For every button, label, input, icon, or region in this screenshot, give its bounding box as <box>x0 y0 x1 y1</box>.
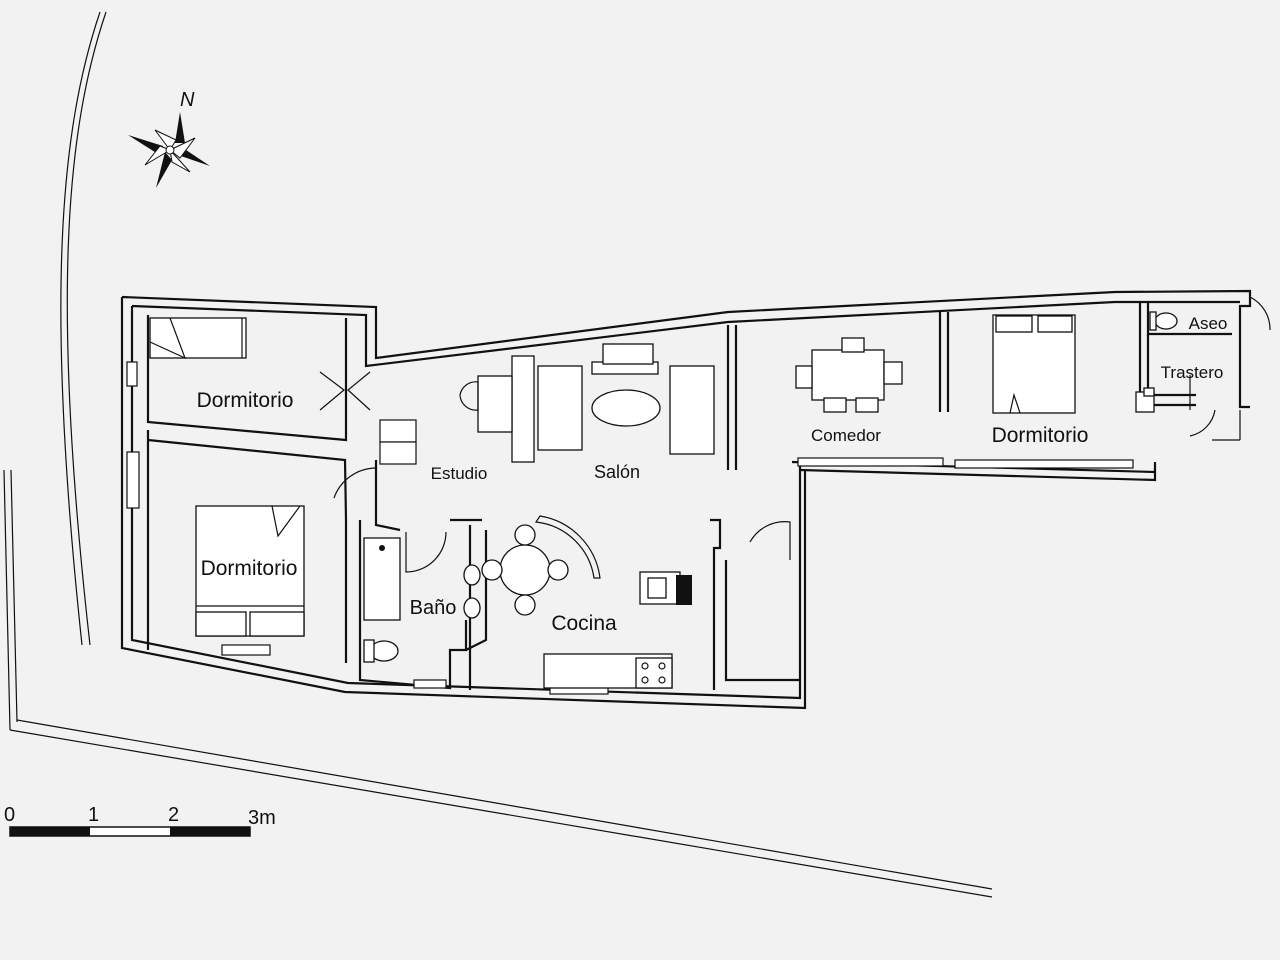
room-label-dormitorio-3: Dormitorio <box>992 424 1089 447</box>
street-boundary-lines <box>3 11 993 898</box>
doors <box>319 296 1271 573</box>
scale-tick-0: 0 <box>4 804 15 826</box>
furniture <box>149 311 1178 689</box>
compass-icon <box>128 112 210 188</box>
room-label-trastero: Trastero <box>1161 363 1224 382</box>
room-label-estudio: Estudio <box>431 464 488 483</box>
room-label-salon: Salón <box>594 462 640 482</box>
scale-tick-3m: 3m <box>248 807 276 829</box>
scale-tick-2: 2 <box>168 804 179 826</box>
room-label-dormitorio-1: Dormitorio <box>197 389 294 412</box>
room-label-comedor: Comedor <box>811 426 881 445</box>
windows <box>126 361 1134 695</box>
scale-tick-1: 1 <box>88 804 99 826</box>
room-label-bano: Baño <box>410 597 457 619</box>
exterior-walls <box>120 289 1252 710</box>
compass-north-label: N <box>180 89 195 111</box>
room-label-cocina: Cocina <box>551 612 617 635</box>
room-labels: Dormitorio Dormitorio Dormitorio Estudio… <box>197 314 1228 635</box>
room-label-aseo: Aseo <box>1189 314 1228 333</box>
scale-bar: 0 1 2 3m <box>4 804 276 837</box>
interior-walls <box>146 302 1232 690</box>
room-label-dormitorio-2: Dormitorio <box>201 557 298 580</box>
